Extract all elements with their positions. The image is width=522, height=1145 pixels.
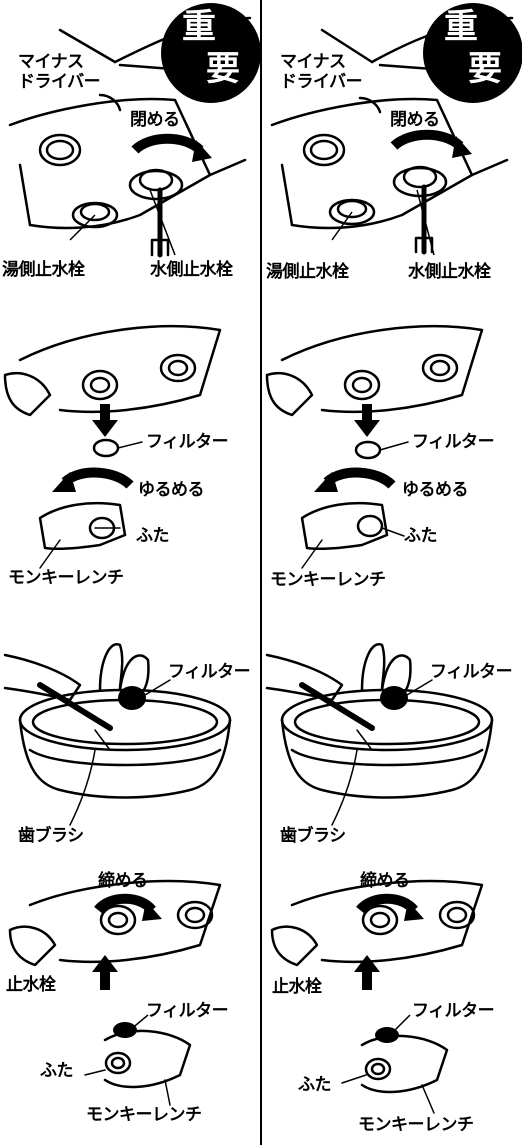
filter-cleaning-illustration [3, 643, 232, 826]
close-label: 閉める [130, 110, 180, 130]
left-column: 重 要 マイナス ドライバー 閉める 湯側止水栓 水側止水栓 [0, 0, 261, 1145]
badge-bottom-char: 要 [468, 49, 502, 89]
column-divider [260, 0, 262, 1145]
filter-mesh-icon [380, 686, 408, 710]
filter-piece-icon [113, 1022, 137, 1038]
stop-valve-label: 止水栓 [6, 975, 56, 995]
loosen-arrow-icon [314, 467, 396, 492]
step-2-panel: フィルター ゆるめる ふた モンキーレンチ [0, 300, 261, 600]
step-4-panel: 締める 止水栓 フィルター ふた モンキーレンチ [262, 865, 522, 1145]
hot-valve-label: 湯側止水栓 [2, 260, 85, 280]
loosen-label: ゆるめる [138, 480, 205, 500]
important-badge-icon [423, 3, 522, 103]
tighten-arrow-icon [356, 893, 424, 921]
badge-bottom-char: 要 [206, 49, 240, 89]
filter-label: フィルター [412, 432, 495, 452]
cap-label: ふた [136, 526, 170, 546]
right-column: 重 要 マイナス ドライバー 閉める 湯側止水栓 水側止水栓 [262, 0, 522, 1145]
badge-top-char: 重 [182, 7, 216, 47]
filter-mesh-icon [118, 686, 146, 710]
cold-valve-label: 水側止水栓 [408, 262, 491, 282]
cap-label: ふた [404, 526, 438, 546]
filter-reinstall-illustration [270, 879, 484, 1114]
tighten-label: 締める [360, 871, 410, 891]
close-arrow-icon [390, 129, 472, 158]
filter-removal-illustration [265, 325, 484, 569]
cap-label: ふた [298, 1075, 332, 1095]
loosen-arrow-icon [52, 467, 134, 492]
step-4-panel: 締める 止水栓 フィルター ふた モンキーレンチ [0, 865, 261, 1145]
filter-label: フィルター [168, 662, 251, 682]
driver-label: マイナス ドライバー [18, 52, 101, 93]
valve-closing-illustration [270, 3, 522, 256]
brush-label: 歯ブラシ [18, 826, 84, 846]
filter-label: フィルター [146, 432, 229, 452]
cap-label: ふた [40, 1061, 74, 1081]
close-label: 閉める [390, 110, 440, 130]
step-2-panel: フィルター ゆるめる ふた モンキーレンチ [262, 300, 522, 600]
up-arrow-icon [354, 955, 380, 990]
step-1-panel: 重 要 マイナス ドライバー 閉める 湯側止水栓 水側止水栓 [0, 0, 261, 300]
step-3-panel: フィルター 歯ブラシ [0, 600, 261, 865]
filter-label: フィルター [430, 662, 513, 682]
filter-label: フィルター [412, 1001, 495, 1021]
filter-removal-illustration [3, 325, 222, 569]
down-arrow-icon [92, 404, 118, 437]
important-badge-icon [161, 3, 261, 103]
close-arrow-icon [131, 133, 212, 162]
wrench-label: モンキーレンチ [8, 568, 124, 588]
loosen-label: ゆるめる [402, 480, 469, 500]
wrench-label: モンキーレンチ [270, 570, 386, 590]
wrench-label: モンキーレンチ [86, 1105, 202, 1125]
brush-label: 歯ブラシ [280, 826, 346, 846]
hot-valve-label: 湯側止水栓 [266, 262, 349, 282]
wrench-label: モンキーレンチ [358, 1115, 474, 1135]
down-arrow-icon [354, 404, 380, 437]
up-arrow-icon [92, 955, 118, 990]
valve-closing-illustration [8, 3, 261, 258]
cold-valve-label: 水側止水栓 [150, 260, 233, 280]
driver-label: マイナス ドライバー [280, 52, 363, 93]
step-3-panel: フィルター 歯ブラシ [262, 600, 522, 865]
tighten-arrow-icon [94, 893, 162, 921]
step-1-panel: 重 要 マイナス ドライバー 閉める 湯側止水栓 水側止水栓 [262, 0, 522, 300]
filter-reinstall-illustration [8, 879, 222, 1106]
tighten-label: 締める [98, 871, 148, 891]
filter-label: フィルター [146, 1001, 229, 1021]
badge-top-char: 重 [444, 7, 478, 47]
filter-cleaning-illustration [265, 643, 494, 826]
stop-valve-label: 止水栓 [272, 977, 322, 997]
